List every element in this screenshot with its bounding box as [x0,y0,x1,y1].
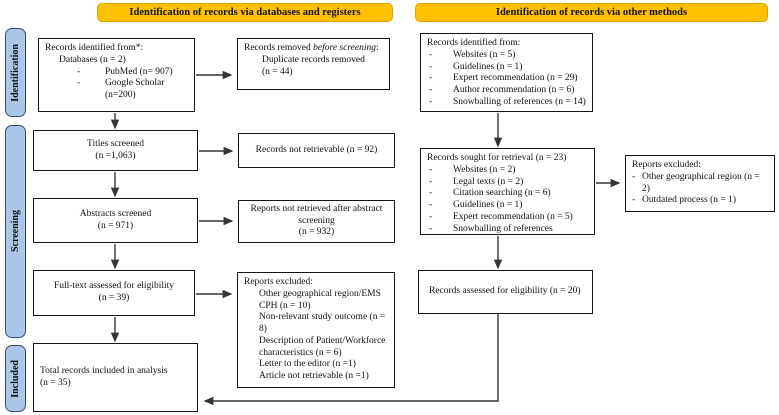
bullet-dash-icon [429,200,453,212]
bullet-dash-icon [429,85,453,97]
header-other-label: Identification of records via other meth… [495,7,688,18]
fulltext-assessed-label: Full-text assessed for eligibility [53,281,175,292]
list-item: Snowballing of references (n = 14) [427,97,586,109]
box-reports-excluded-left: Reports excluded: Other geographical reg… [237,272,395,388]
bullet-dash-icon [429,97,453,109]
excluded-item: Description of Patient/Workforce charact… [259,335,386,358]
list-item: Legal texts (n = 2) [427,177,588,189]
stage-identification-label: Identification [10,43,21,102]
titles-screened-label: Titles screened [87,138,144,149]
box-titles-screened: Titles screened (n =1,063) [33,130,198,171]
box-reports-not-retrieved: Reports not retrieved after abstract scr… [238,200,395,243]
db-item-google-count: (n=200) [105,90,136,101]
reports-excluded-right-title: Reports excluded: [632,159,701,170]
box-records-sought: Records sought for retrieval (n = 23) We… [420,148,595,235]
records-not-retrievable-label: Records not retrievable (n = 92) [255,144,378,155]
bullet-dash-icon [429,177,453,189]
stage-included-label: Included [10,359,21,398]
list-item: Citation searching (n = 6) [427,188,588,200]
reports-excluded-title: Reports excluded: [244,277,313,287]
sought-item: Citation searching (n = 6) [453,188,551,199]
list-item: Author recommendation (n = 6) [427,85,586,97]
bullet-dash-icon [429,212,453,224]
sought-item: Snowballing of references [453,223,553,234]
abstracts-screened-label: Abstracts screened [79,208,152,219]
stage-included: Included [5,345,26,412]
sought-item: Websites (n = 2) [453,164,516,175]
sought-item: Legal texts (n = 2) [453,176,524,187]
header-other-methods: Identification of records via other meth… [415,3,768,22]
box-abstracts-screened: Abstracts screened (n = 971) [33,198,198,243]
abstracts-screened-count: (n = 971) [97,220,134,231]
duplicates-removed-count: (n = 44) [262,66,293,77]
list-item: Guidelines (n = 1) [427,62,586,74]
excluded-right-item: Outdated process (n = 1) [642,195,736,206]
list-item: Expert recommendation (n = 5) [427,212,588,224]
list-item: Google Scholar [77,78,188,90]
excluded-right-item: Other geographical region (n = 2) [642,171,760,194]
stage-identification: Identification [5,28,26,117]
list-item: Expert recommendation (n = 29) [427,73,586,85]
bullet-dash-icon [632,172,642,196]
box-records-identified-other: Records identified from: Websites (n = 5… [420,33,593,112]
header-databases-label: Identification of records via databases … [129,7,361,18]
excluded-item: Letter to the editor (n =1) [259,359,356,370]
list-item: Websites (n = 2) [427,165,588,177]
records-identified-subtitle: Databases (n = 2) [59,54,126,65]
box-total-included: Total records included in analysis (n = … [33,343,198,412]
db-item-pubmed: PubMed (n= 907) [105,66,173,77]
bullet-dash-icon [429,188,453,200]
bullet-dash-icon [429,73,453,85]
list-item: Snowballing of references [427,224,588,236]
excluded-item: Other geographical region/EMS CPH (n = 1… [259,288,381,311]
other-source-item: Expert recommendation (n = 29) [453,73,578,84]
box-records-identified-databases: Records identified from*: Databases (n =… [38,38,195,112]
sought-item: Guidelines (n = 1) [453,200,523,211]
bullet-dash-icon [429,62,453,74]
total-included-label: Total records included in analysis [40,365,168,376]
stage-screening-label: Screening [10,210,21,253]
other-source-item: Guidelines (n = 1) [453,61,523,72]
other-source-item: Author recommendation (n = 6) [453,85,575,96]
reports-not-retrieved-count: (n = 932) [298,227,335,238]
reports-not-retrieved-label: Reports not retrieved after abstract scr… [250,203,383,226]
records-removed-prefix: Records removed [244,43,314,53]
records-removed-suffix: : [376,43,379,53]
stage-screening: Screening [5,125,26,338]
list-item: Websites (n = 5) [427,50,586,62]
titles-screened-count: (n =1,063) [95,150,136,161]
records-removed-title: Records removed before screening: [244,43,383,55]
box-records-not-retrievable: Records not retrievable (n = 92) [238,133,395,168]
bullet-dash-icon [632,195,642,207]
other-source-item: Snowballing of references (n = 14) [453,96,586,107]
bullet-dash-icon [429,50,453,62]
db-item-google: Google Scholar [105,78,165,89]
fulltext-assessed-count: (n = 39) [98,293,130,303]
excluded-item: Non-relevant study outcome (n = 8) [259,312,386,335]
bullet-dash-icon [77,78,105,90]
bullet-dash-icon [429,224,453,236]
records-assessed-label: Records assessed for eligibility (n = 20… [429,286,581,297]
header-databases-registers: Identification of records via databases … [97,3,393,22]
duplicates-removed-line: Duplicate records removed [262,54,365,65]
box-records-assessed: Records assessed for eligibility (n = 20… [418,270,593,314]
excluded-item: Article not retrievable (n =1) [259,371,369,382]
bullet-dash-icon [77,67,105,79]
box-reports-excluded-right: Reports excluded: Other geographical reg… [625,155,775,212]
box-records-removed: Records removed before screening: Duplic… [237,38,390,90]
list-item: PubMed (n= 907) [77,67,188,79]
bullet-dash-icon [429,165,453,177]
records-removed-italic: before screening [313,43,376,53]
records-identified-other-title: Records identified from: [427,38,521,48]
box-fulltext-assessed: Full-text assessed for eligibility (n = … [33,270,195,316]
sought-item: Expert recommendation (n = 5) [453,211,573,222]
other-source-item: Websites (n = 5) [453,49,516,60]
records-identified-title: Records identified from*: [45,43,144,53]
list-item: Other geographical region (n = 2) [632,172,768,196]
records-sought-title: Records sought for retrieval (n = 23) [427,153,567,163]
list-item: Guidelines (n = 1) [427,200,588,212]
total-included-count: (n = 35) [40,377,71,388]
list-item: Outdated process (n = 1) [632,195,768,207]
